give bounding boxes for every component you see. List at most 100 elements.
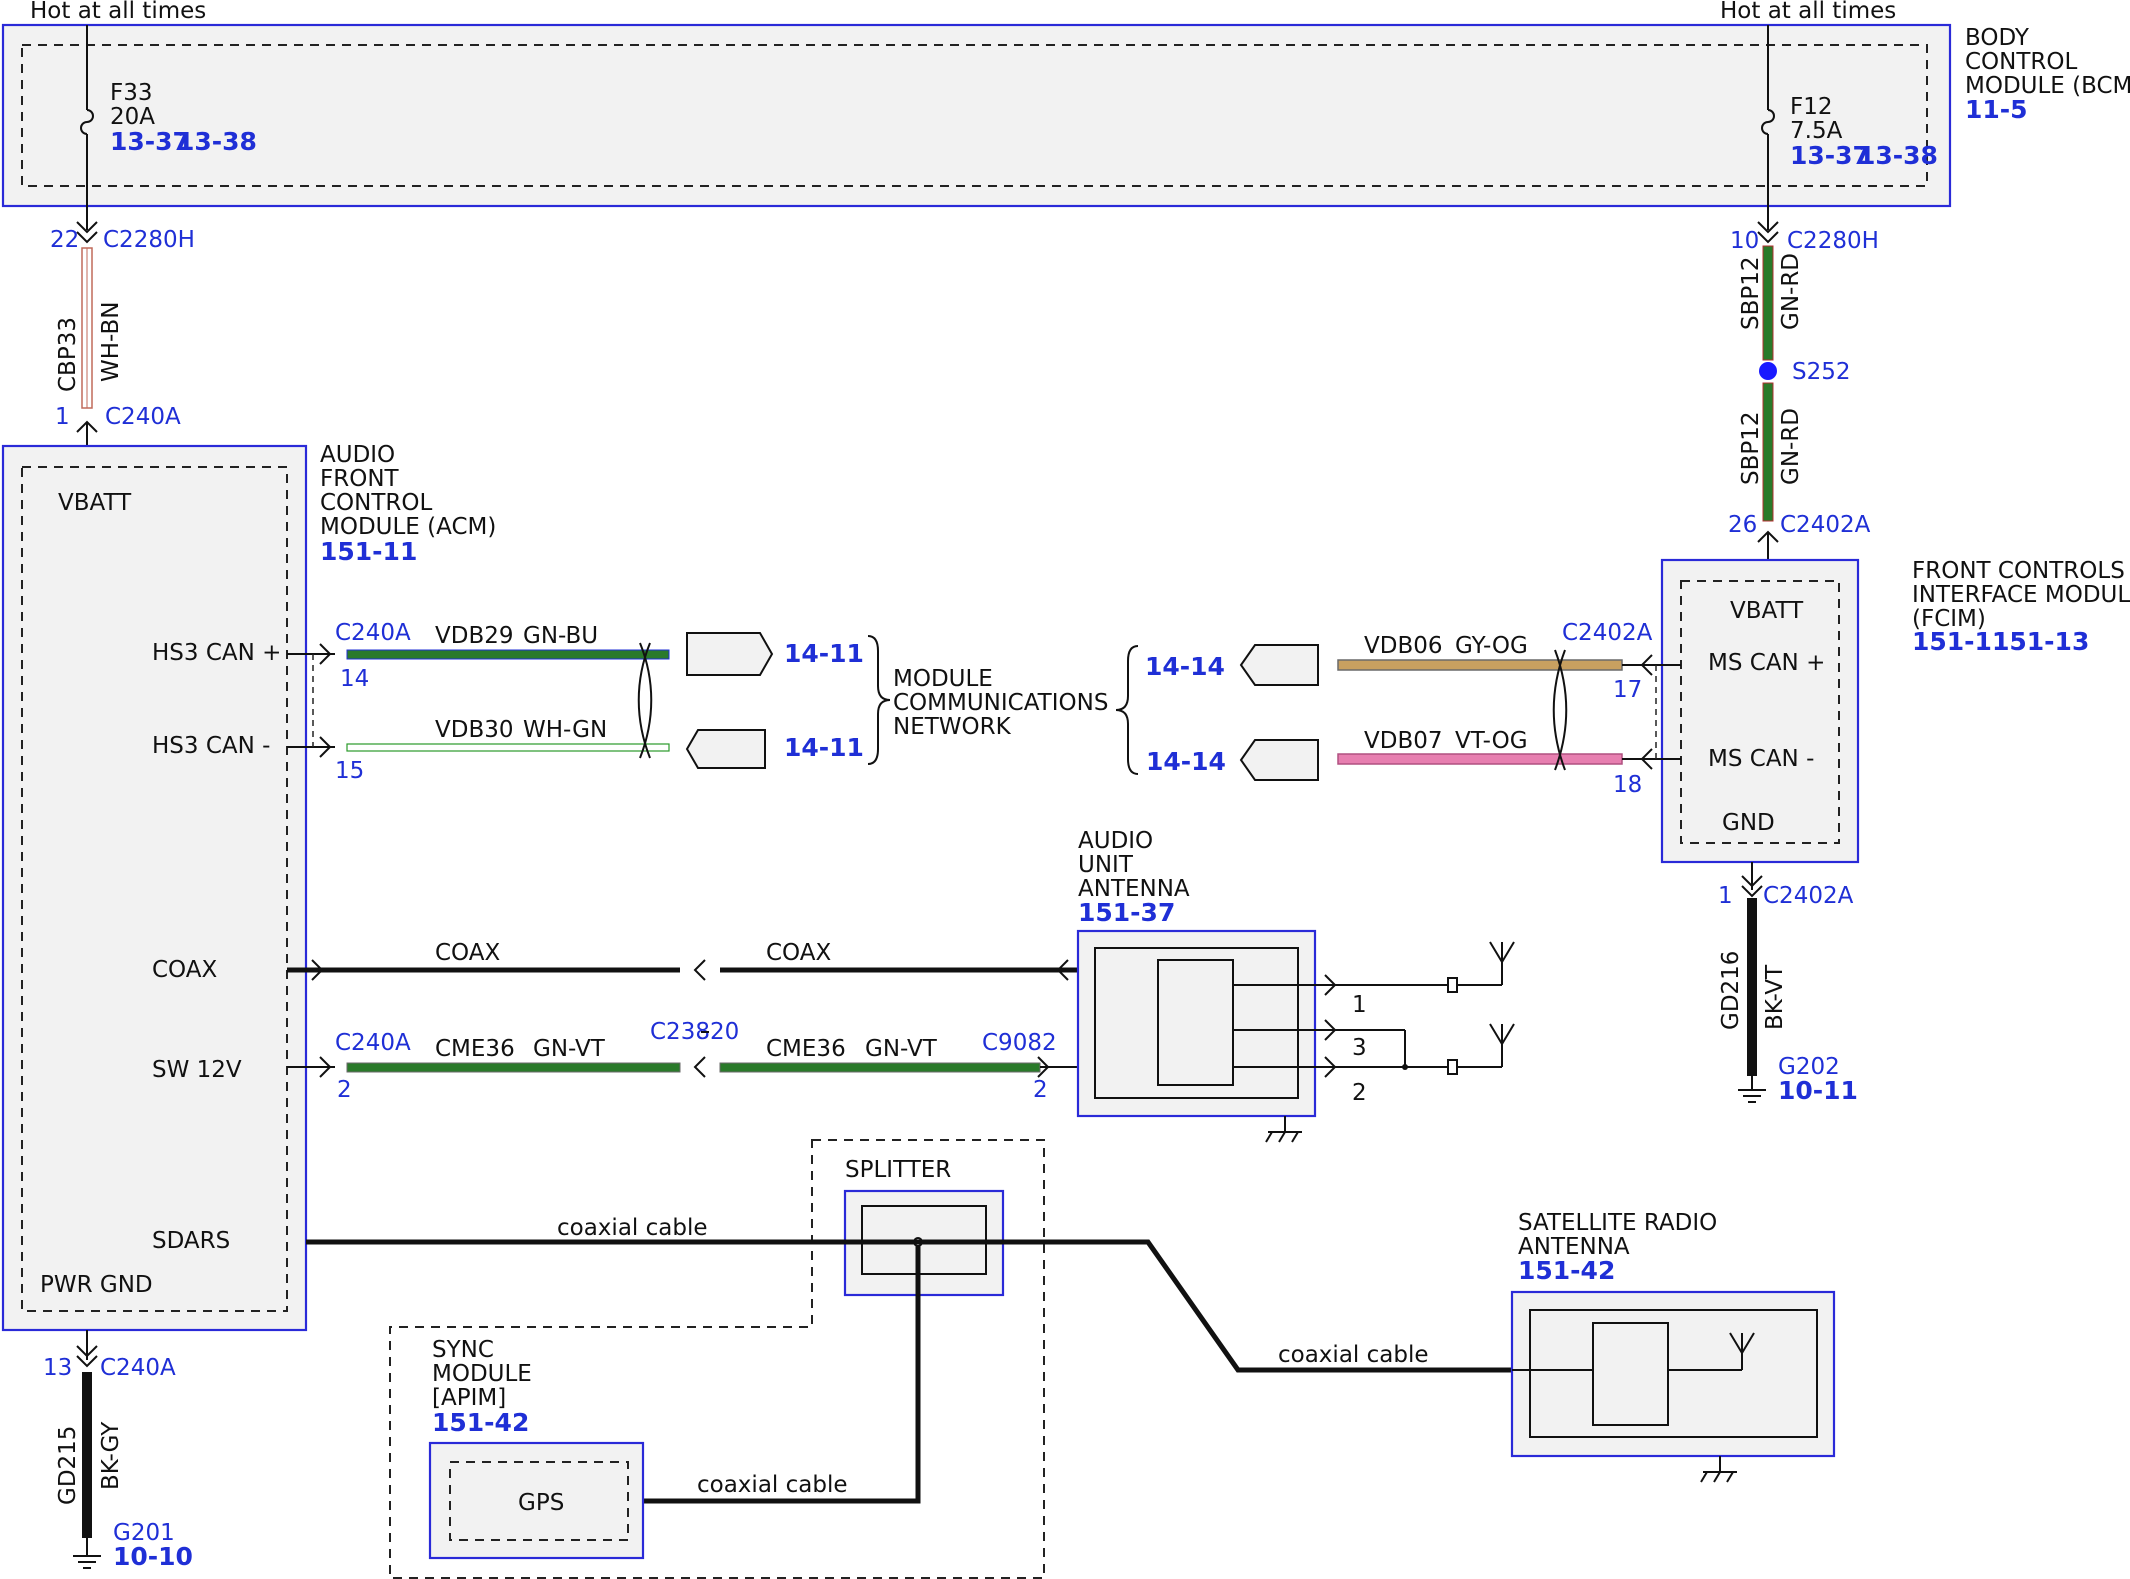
can-plus-right-terminal [1239,644,1319,686]
coax-acm-arrow [311,959,324,981]
fcim-name-3: (FCIM) [1912,606,1986,632]
can-plus-left-arrow [319,643,332,665]
wire-vdb06-color: GY-OG [1455,633,1528,659]
sync-ref[interactable]: 151-42 [432,1408,529,1437]
acm-pin-sdars: SDARS [152,1228,230,1254]
sat-aerial-icon [1729,1332,1755,1354]
wire-sbp12-lower[interactable] [1762,382,1774,522]
wire-vdb30[interactable] [346,743,670,752]
can-minus-right-arrow [1640,748,1653,770]
can-left-conn: C240A [335,620,411,646]
acm-ref[interactable]: 151-11 [320,537,417,566]
fcim-ref2[interactable]: 151-13 [1992,627,2089,656]
wire-gd216[interactable] [1747,898,1757,1076]
wire-sbp12-lower-circuit: SBP12 [1738,411,1764,485]
fuse-f12-rating: 7.5A [1790,118,1843,144]
sw12v-conn1: C240A [335,1030,411,1056]
wire-sbp12-upper-circuit: SBP12 [1738,256,1764,330]
fcim-gnd-conn: C2402A [1763,883,1854,909]
antenna-aerial-icon [1489,941,1515,963]
acm-name-4: MODULE (ACM) [320,514,496,540]
twisted-pair-left [637,642,653,759]
wire-vdb07-color: VT-OG [1455,728,1528,754]
wire-gps-coax[interactable] [628,1245,921,1504]
network-brace-right [1115,645,1139,775]
c2402a-vbatt-conn: C2402A [1780,512,1871,538]
c240a-vbatt-pin: 1 [55,404,70,430]
wire-sbp12-upper[interactable] [1762,245,1774,361]
fuse-f12-id: F12 [1790,94,1833,120]
can-plus-left-terminal [686,632,774,676]
can-minus-right-terminal [1239,739,1319,781]
sat-ref[interactable]: 151-42 [1518,1256,1615,1285]
coax-label-2: COAX [766,940,831,966]
fcim-pin-ms-can-plus: MS CAN + [1708,650,1825,676]
fuse-f33-ref1[interactable]: 13-37 [110,127,190,156]
g201-ref[interactable]: 10-10 [113,1542,193,1571]
fcim-name-2: INTERFACE MODULE [1912,582,2130,608]
acm-pin-pwr-gnd: PWR GND [40,1272,153,1298]
wire-vdb07[interactable] [1337,753,1623,765]
fcim-ref1[interactable]: 151-11 [1912,627,2009,656]
wire-cme36-1-color: GN-VT [533,1036,606,1062]
wire-cme36-2-color: GN-VT [865,1036,938,1062]
sdars-cable-label-2: coaxial cable [1278,1342,1429,1368]
fuse-f12-ref2[interactable]: 13-38 [1858,141,1938,170]
antenna-ref[interactable]: 151-37 [1078,898,1175,927]
wire-gd216-circuit: GD216 [1718,951,1744,1030]
splice-s252[interactable] [1759,362,1777,380]
acm-pin-hs3-can-plus: HS3 CAN + [152,640,281,666]
sync-module-boundary [389,1139,1045,1579]
can-right-conn: C2402A [1562,620,1653,646]
antenna-name-3: ANTENNA [1078,876,1190,902]
wire-sbp12-upper-color: GN-RD [1778,253,1804,330]
gps-label: GPS [518,1490,564,1516]
fuse-f33-rating: 20A [110,104,155,130]
can-plus-left-ref[interactable]: 14-11 [784,639,864,668]
can-plus-right-ref[interactable]: 14-14 [1145,652,1225,681]
bcm-name-2: CONTROL [1965,49,2078,75]
c2402a-vbatt-pin: 26 [1728,512,1757,538]
bcm-module [1,23,1952,208]
c2280h-right-pin: 10 [1730,228,1759,254]
network-label-3: NETWORK [893,714,1012,740]
c240a-vbatt-conn: C240A [105,404,181,430]
sync-module [428,1441,645,1560]
acm-module [1,444,308,1332]
fcim-module [1660,558,1860,864]
sw12v-pin1: 2 [337,1077,352,1103]
g202-ref[interactable]: 10-11 [1778,1076,1858,1105]
fuse-f33-ref2[interactable]: 13-38 [177,127,257,156]
coax-label-1: COAX [435,940,500,966]
antenna-internal-wires [1233,984,1335,1068]
chassis-ground-icon-sat [1700,1456,1737,1483]
fuse-f12-ref1[interactable]: 13-37 [1790,141,1870,170]
can-minus-right-ref[interactable]: 14-14 [1146,747,1226,776]
wire-vdb29[interactable] [346,649,670,660]
bcm-name-1: BODY [1965,25,2030,51]
bcm-ref[interactable]: 11-5 [1965,95,2028,124]
c2280h-left-conn: C2280H [103,227,195,253]
bcm-name-3: MODULE (BCM) [1965,73,2130,99]
fcim-pin-vbatt: VBATT [1730,598,1804,624]
can-minus-left-terminal [685,729,766,769]
wire-vdb29-color: GN-BU [523,623,598,649]
sw12v-inline-arrow [693,1056,706,1078]
wire-vdb06[interactable] [1337,659,1623,671]
wire-gd215[interactable] [82,1372,92,1538]
fuse-f33-id: F33 [110,80,153,106]
g202-label: G202 [1778,1054,1840,1080]
wire-cme36-2[interactable] [719,1062,1041,1073]
antenna-pin-3: 3 [1352,1035,1367,1061]
wire-sat-coax[interactable] [918,1239,1512,1373]
acm-pin-coax: COAX [152,957,217,983]
sw12v-acm-arrow [319,1056,332,1078]
can-minus-left-ref[interactable]: 14-11 [784,733,864,762]
c2280h-left-arrow [76,221,98,234]
network-label-1: MODULE [893,666,993,692]
fcim-pin-ms-can-minus: MS CAN - [1708,746,1814,772]
hot-at-all-times-left: Hot at all times [30,0,206,24]
wire-cme36-1-circuit: CME36 [435,1036,515,1062]
wire-cme36-1[interactable] [346,1062,681,1073]
